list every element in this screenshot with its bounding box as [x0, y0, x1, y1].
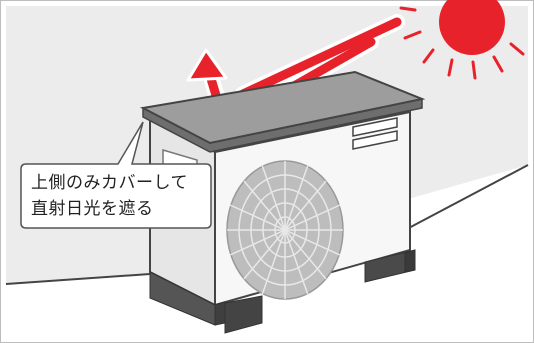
callout-text: 上側のみカバーして 直射日光を遮る	[31, 170, 211, 222]
floor-edge	[5, 273, 151, 285]
vent-slots-icon	[352, 117, 398, 150]
unit-feet	[149, 249, 416, 334]
fan-grille-icon	[226, 160, 344, 300]
sun-icon	[399, 0, 525, 80]
floor-edge-right	[404, 164, 529, 231]
callout-line-1: 上側のみカバーして	[31, 173, 188, 193]
callout-bubble	[20, 121, 212, 229]
top-cover	[139, 70, 426, 145]
callout-line-2: 直射日光を遮る	[31, 199, 154, 219]
